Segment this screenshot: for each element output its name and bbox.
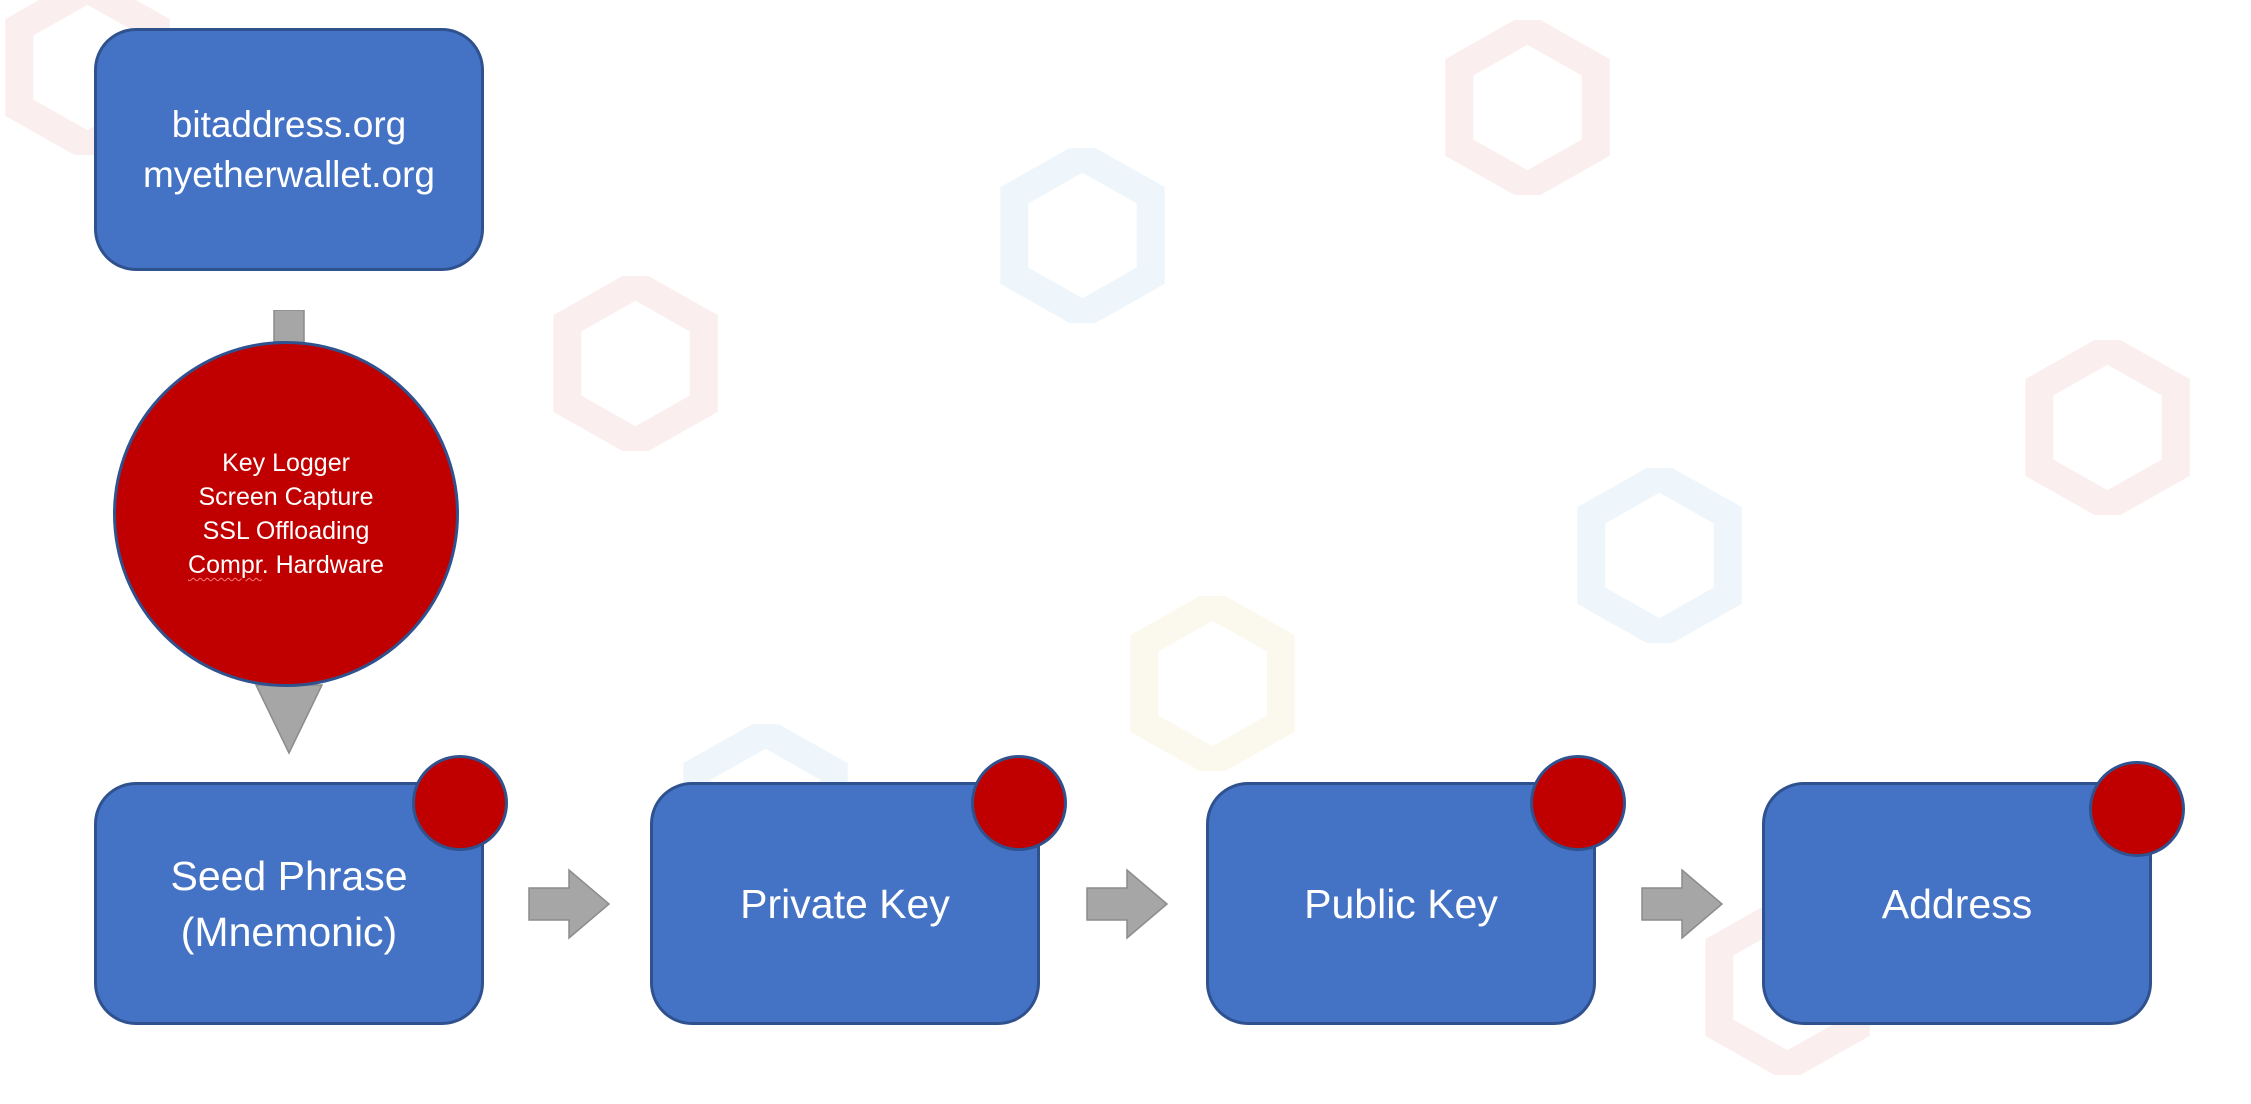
watermark-logo-icon <box>2025 340 2190 515</box>
private-key-label: Private Key <box>740 880 950 927</box>
right-arrow-icon <box>528 868 611 940</box>
seed-phrase-line-1: Seed Phrase <box>170 852 408 899</box>
right-arrow-icon <box>1086 868 1169 940</box>
watermark-logo-icon <box>1577 468 1742 643</box>
source-websites-box: bitaddress.org myetherwallet.org <box>94 28 484 271</box>
threat-compr-word: Compr <box>188 551 262 579</box>
source-line-2: myetherwallet.org <box>142 153 435 195</box>
threat-compromised-hardware: Compr. Hardware <box>188 548 384 582</box>
address-label: Address <box>1881 880 2033 927</box>
watermark-logo-icon <box>1445 20 1610 195</box>
seed-phrase-line-2: (Mnemonic) <box>180 908 398 955</box>
risk-dot-public-key <box>1530 755 1626 851</box>
public-key-label: Public Key <box>1304 880 1498 927</box>
risk-dot-address <box>2089 761 2185 857</box>
watermark-logo-icon <box>1130 596 1295 771</box>
right-arrow-icon <box>1641 868 1724 940</box>
address-box: Address <box>1762 782 2152 1025</box>
threat-key-logger: Key Logger <box>222 449 350 477</box>
watermark-logo-icon <box>5 0 170 155</box>
threat-vectors-circle: Key Logger Screen Capture SSL Offloading… <box>113 341 459 687</box>
source-line-1: bitaddress.org <box>171 103 407 145</box>
threat-hardware-word: . Hardware <box>261 551 384 579</box>
risk-dot-seed-phrase <box>412 755 508 851</box>
threat-screen-capture: Screen Capture <box>198 483 374 511</box>
threat-ssl-offloading: SSL Offloading <box>202 517 370 545</box>
watermark-logo-icon <box>1000 148 1165 323</box>
risk-dot-private-key <box>971 755 1067 851</box>
watermark-logo-icon <box>553 276 718 451</box>
public-key-box: Public Key <box>1206 782 1596 1025</box>
